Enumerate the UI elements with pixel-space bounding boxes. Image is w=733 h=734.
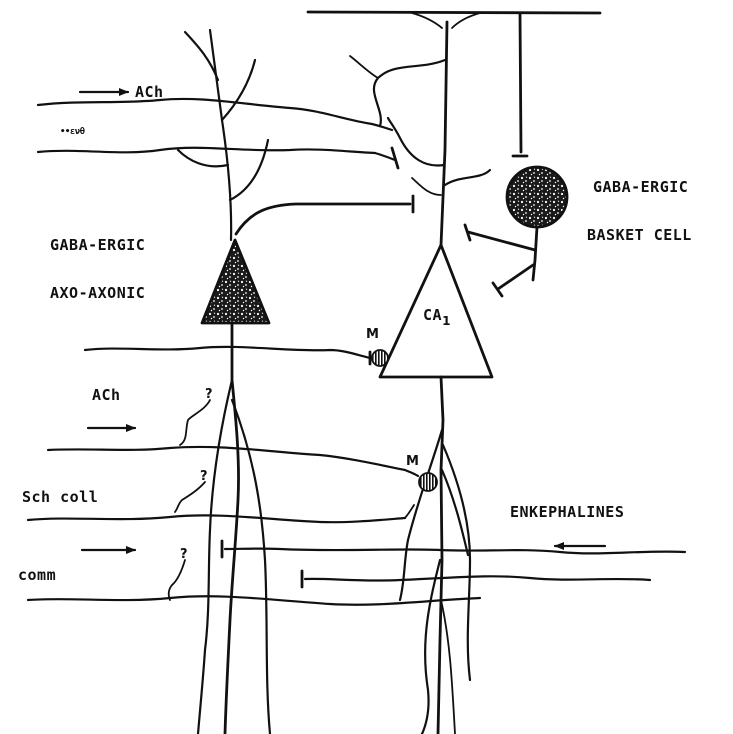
q1-label: ?	[205, 387, 213, 402]
m-lower-label: M	[406, 454, 419, 469]
q2-label: ?	[200, 469, 208, 484]
m-upper-label: M	[366, 327, 379, 342]
enkephaline-fiber-1	[225, 549, 685, 554]
oblique-dendrite-left-1b	[350, 56, 378, 78]
q3-label: ?	[180, 547, 188, 562]
basket-axon	[533, 227, 537, 280]
fiber-ach	[48, 447, 418, 476]
ach-top-label: ACh	[135, 83, 164, 101]
basket-cell	[465, 14, 567, 296]
axo-apical-branch-3	[178, 150, 228, 166]
axo-axonic-axon	[236, 204, 410, 234]
sch-coll-label: Sch coll	[22, 488, 98, 506]
basket-axon-terminal-2	[493, 283, 502, 296]
axo-apical-dendrite	[210, 30, 231, 240]
q1-branch	[180, 400, 210, 445]
fiber-top-2	[38, 148, 375, 153]
comm-label: comm	[18, 566, 56, 584]
middle-fiber-m-upper: M	[85, 327, 388, 366]
gaba-axo-label-1: GABA-ERGIC	[50, 236, 145, 254]
oblique-dendrite-right	[445, 170, 490, 185]
fiber-top-1	[38, 99, 392, 130]
basket-cell-soma	[507, 167, 567, 227]
scribble-label: ••ενθ	[60, 127, 85, 137]
m-synapse-upper	[372, 350, 388, 366]
apical-dendrite-trunk	[441, 22, 447, 245]
enkephaline-fibers: ENKEPHALINES	[222, 503, 685, 587]
basket-axon-branch-2	[498, 265, 533, 289]
lower-input-fibers: ACh ? ? M Sch coll ? comm	[18, 386, 480, 605]
fiber-sch-coll	[28, 515, 405, 522]
fiber-sch-coll-branch	[405, 505, 414, 518]
axo-axonic-cell	[178, 30, 413, 734]
gaba-basket-label-2: BASKET CELL	[587, 226, 692, 244]
axo-axonic-soma	[202, 240, 269, 323]
basket-dendrite-vertical	[520, 14, 521, 152]
fiber-top-2-end	[375, 153, 395, 160]
oblique-dendrite-left-1	[374, 60, 445, 126]
enkephaline-fiber-2	[305, 576, 650, 580]
axo-apical-branch-2	[222, 60, 255, 120]
basal-dendrite-5	[441, 600, 455, 734]
gaba-axo-label-2: AXO-AXONIC	[50, 284, 145, 302]
apical-tuft-branch-left	[412, 13, 442, 28]
q2-branch	[175, 482, 205, 512]
apical-tuft-horizontal	[308, 12, 600, 13]
ca1-label: CA1	[423, 306, 451, 328]
oblique-dendrite-left-3	[412, 178, 441, 195]
ach-mid-label: ACh	[92, 386, 121, 404]
q3-branch	[169, 560, 185, 600]
fiber-middle	[85, 347, 370, 358]
enkephalines-label: ENKEPHALINES	[510, 503, 624, 521]
gaba-basket-label-1: GABA-ERGIC	[593, 178, 688, 196]
basket-axon-branch-1	[468, 232, 535, 250]
m-synapse-lower	[419, 473, 437, 491]
apical-tuft-branch-right	[452, 13, 480, 28]
fiber-comm	[28, 596, 480, 604]
